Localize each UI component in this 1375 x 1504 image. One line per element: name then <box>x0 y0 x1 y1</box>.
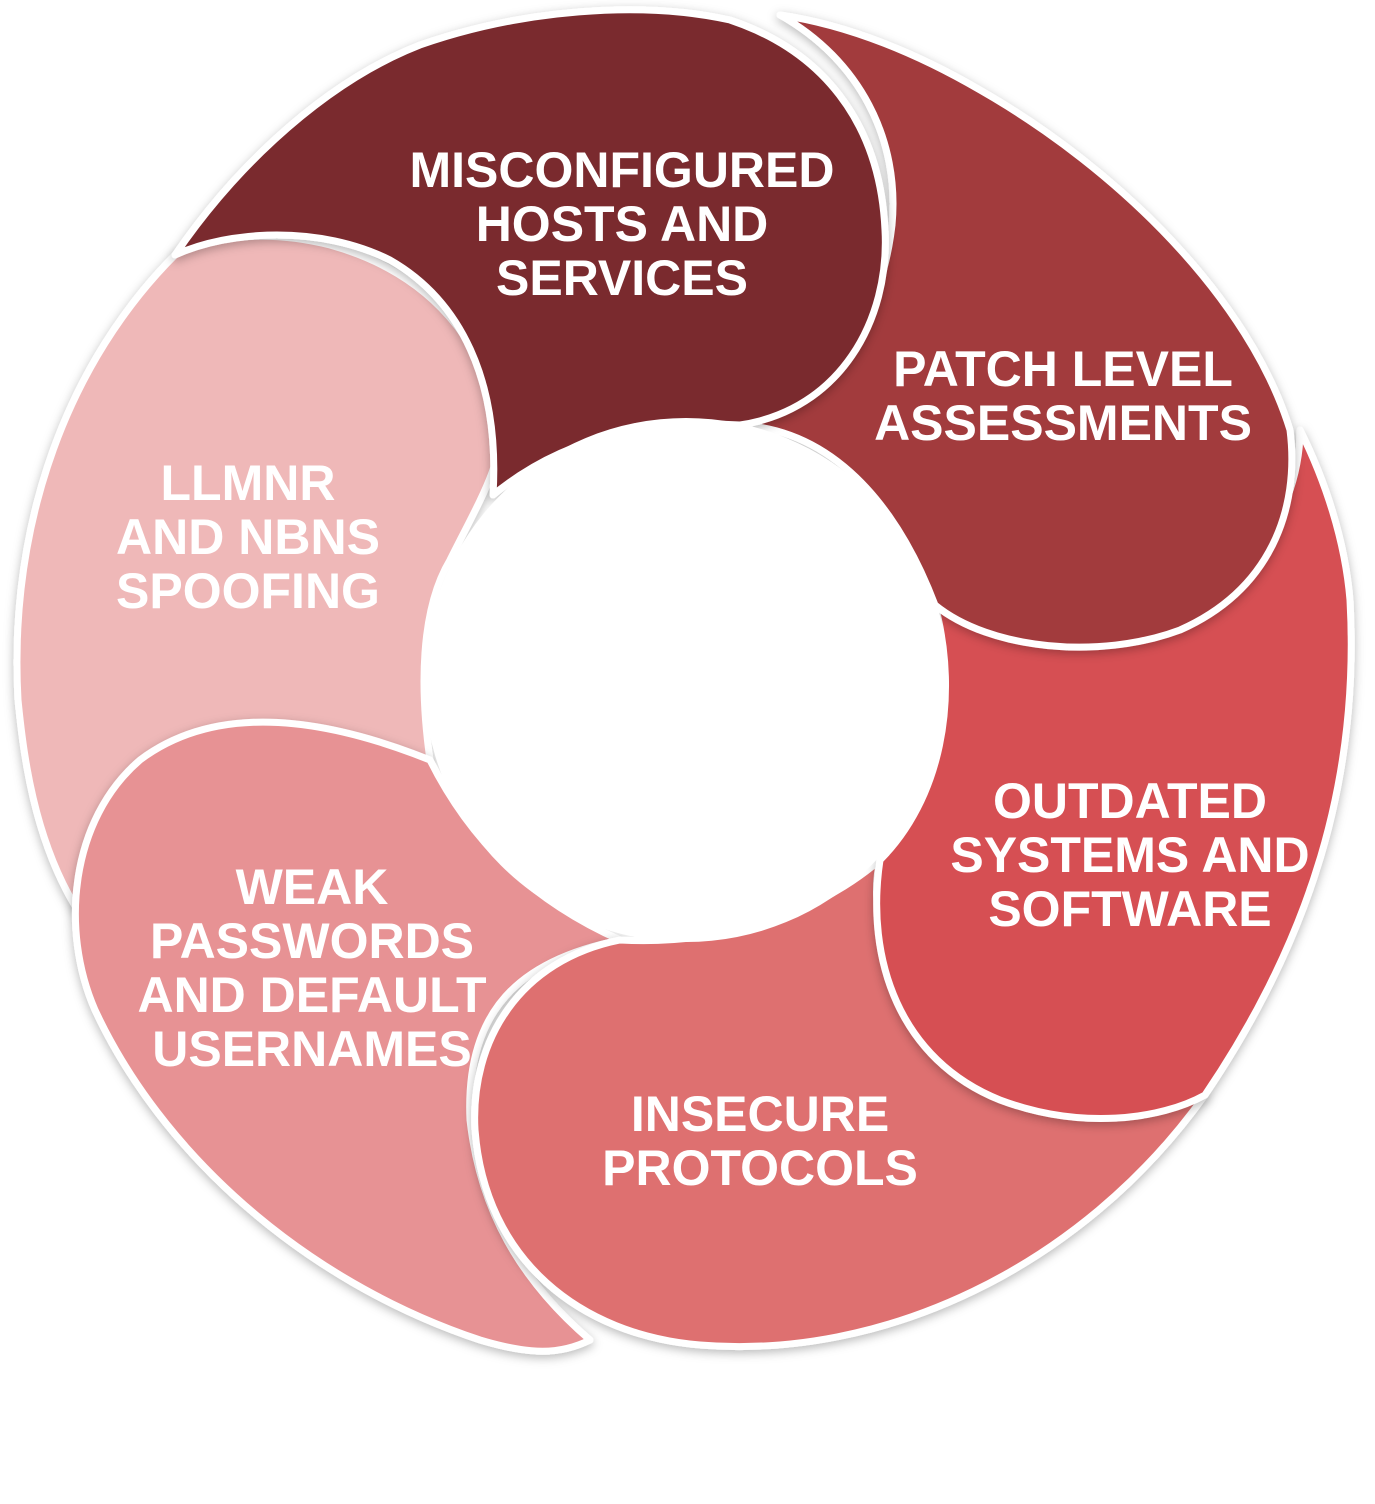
segment-label-line: LLMNR <box>161 455 336 511</box>
segment-label-line: INSECURE <box>631 1086 889 1142</box>
segment-shape <box>171 6 889 499</box>
segment-label-line: AND NBNS <box>116 509 380 565</box>
segment-label-line: SPOOFING <box>116 563 380 619</box>
segment-label-line: ASSESSMENTS <box>874 395 1252 451</box>
segment-label-line: PROTOCOLS <box>602 1140 918 1196</box>
segment-label-line: SERVICES <box>496 250 748 306</box>
segment-label-line: AND DEFAULT <box>137 967 486 1023</box>
segment-label-line: HOSTS AND <box>476 196 769 252</box>
segment-label-line: PATCH LEVEL <box>893 341 1233 397</box>
segment-label-line: OUTDATED <box>993 773 1267 829</box>
segment-label-line: SOFTWARE <box>988 881 1271 937</box>
segment-label-line: USERNAMES <box>152 1021 471 1077</box>
segment-label-line: WEAK <box>236 859 389 915</box>
segment-label-line: MISCONFIGURED <box>410 142 835 198</box>
center-hole <box>424 418 948 942</box>
segment-label-line: SYSTEMS AND <box>950 827 1309 883</box>
segment-label-line: PASSWORDS <box>150 913 474 969</box>
